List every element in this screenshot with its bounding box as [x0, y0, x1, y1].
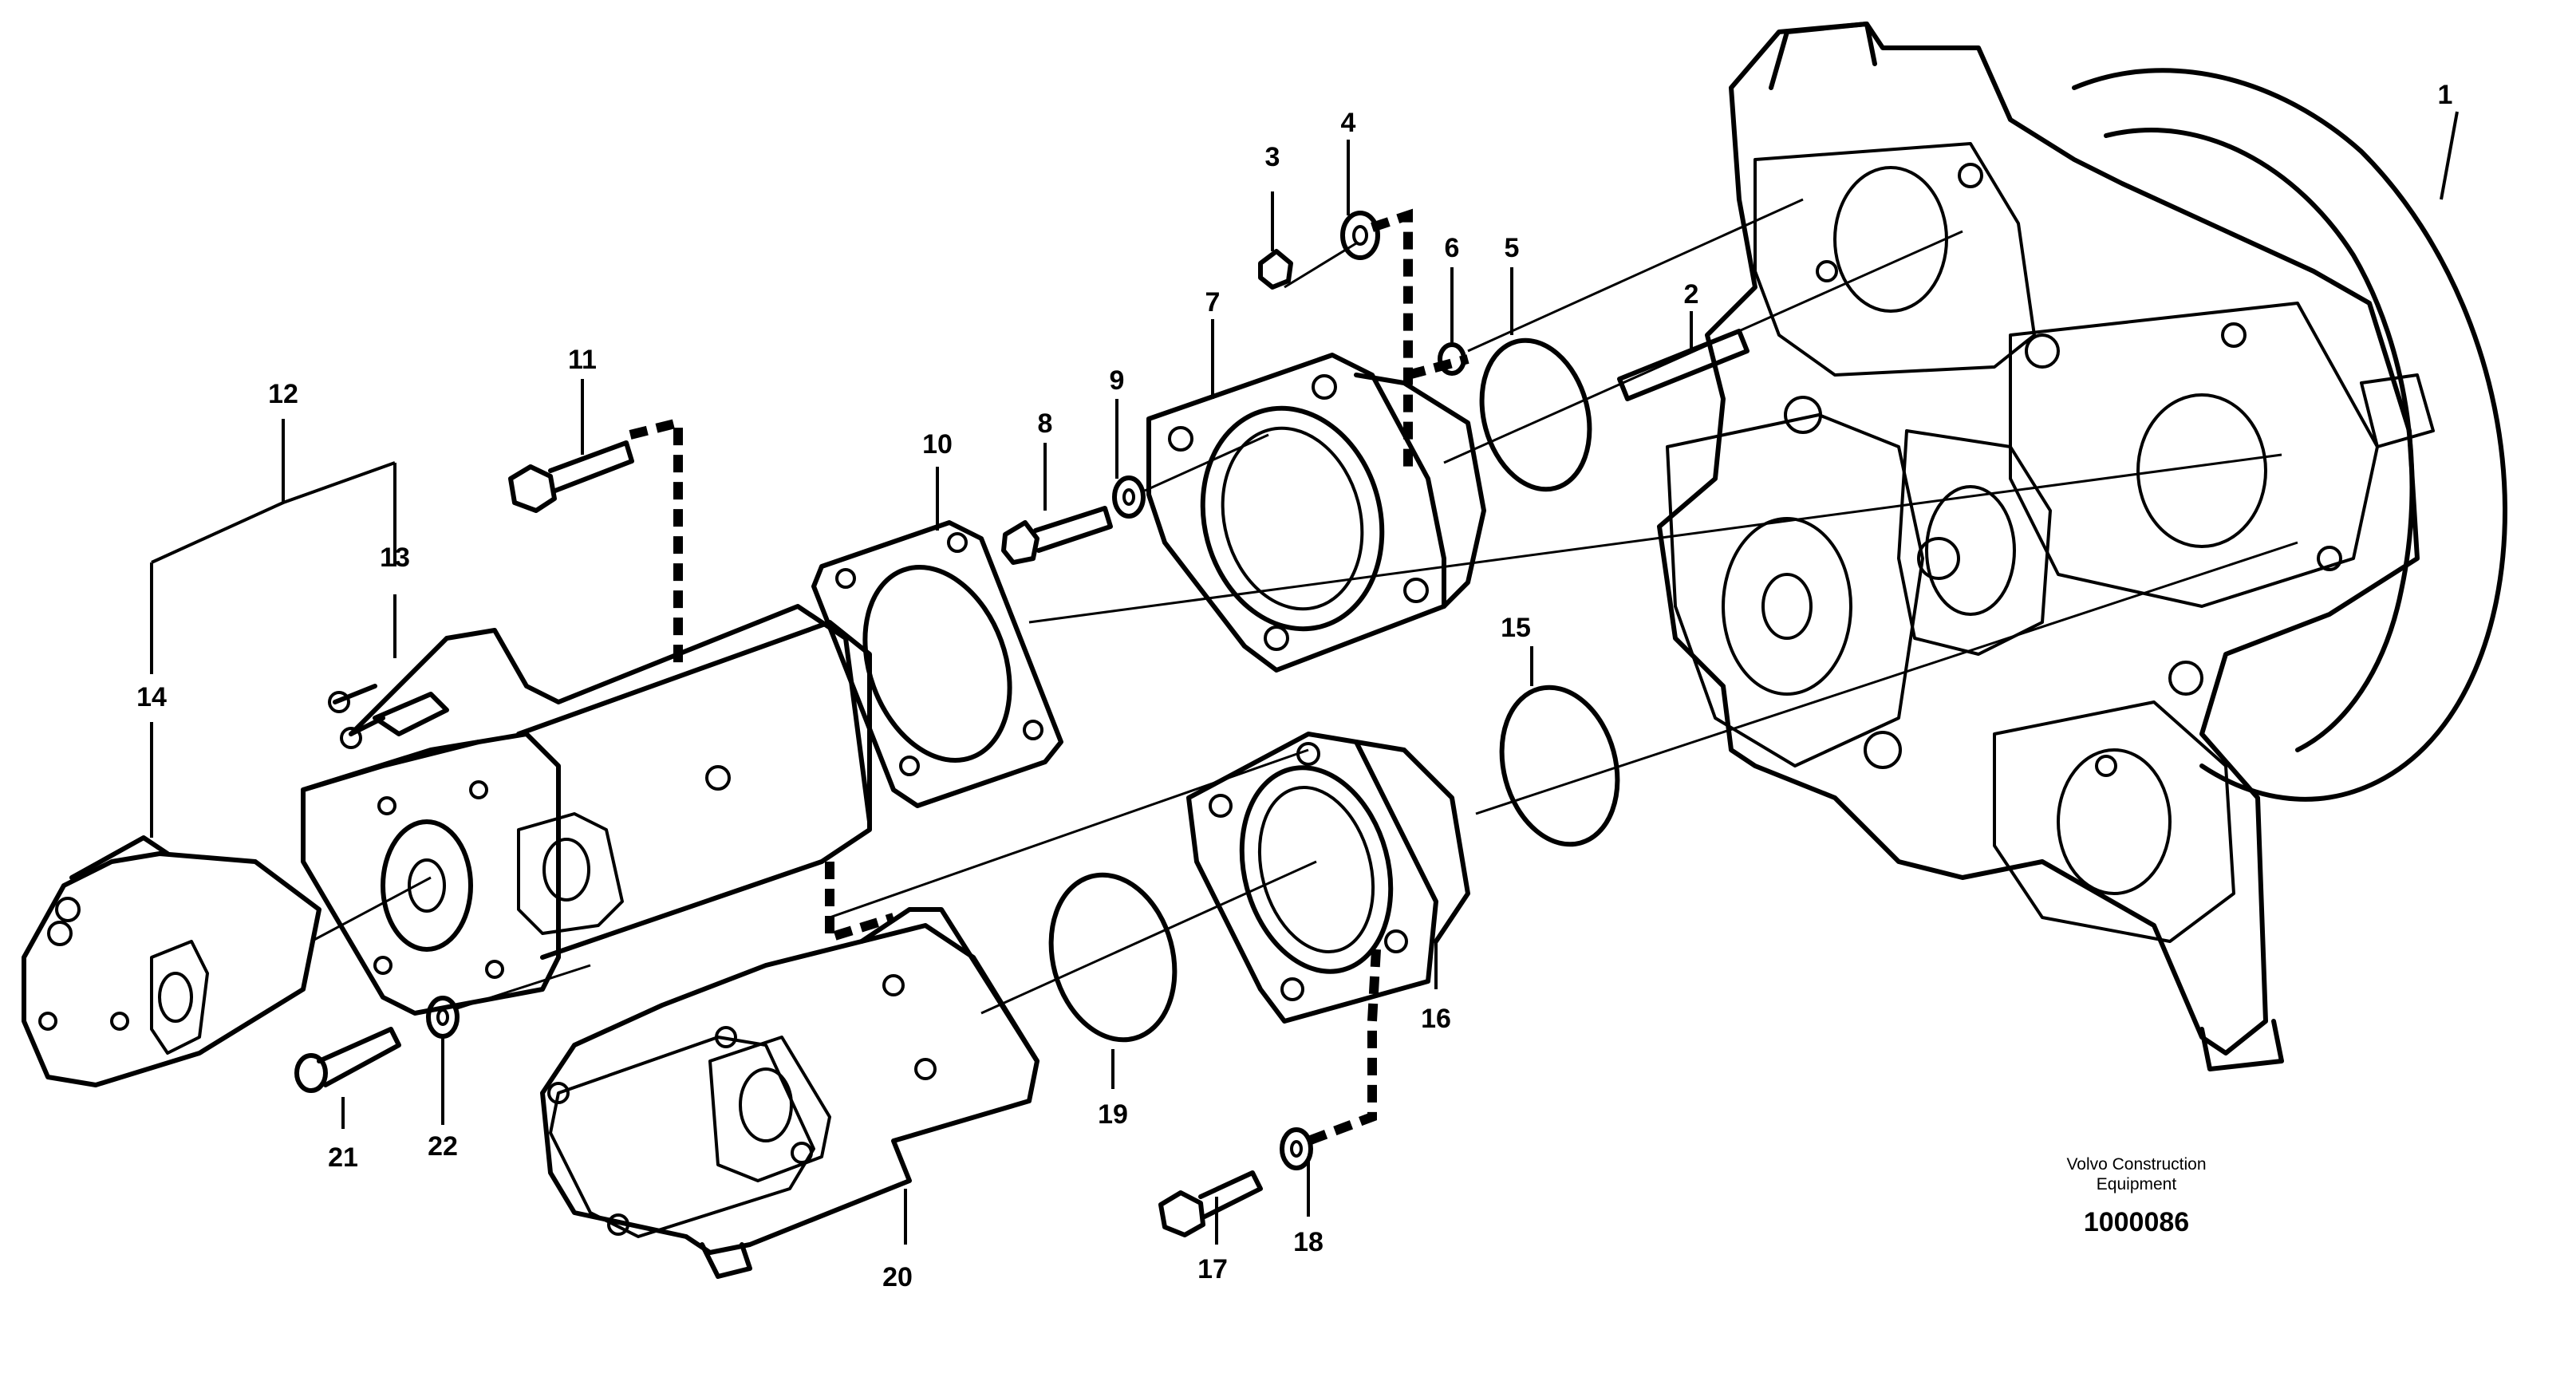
part-9-washer [1112, 475, 1146, 519]
part-15-o-ring [1499, 685, 1620, 847]
callout-5: 5 [1505, 233, 1520, 263]
callout-13: 13 [380, 543, 410, 573]
part-22-washer [426, 996, 460, 1039]
callout-15: 15 [1501, 613, 1531, 643]
callout-16: 16 [1421, 1004, 1451, 1034]
part-1-pump-drive-housing [1657, 22, 2507, 1071]
callout-4: 4 [1341, 108, 1356, 138]
caption-line-1: Volvo Construction [2066, 1155, 2206, 1174]
callout-7: 7 [1205, 287, 1221, 318]
part-4-washer [1340, 211, 1380, 260]
dashed-alignment-guides [629, 208, 1469, 1146]
part-11-bolt [508, 440, 634, 513]
callout-12: 12 [268, 379, 298, 409]
part-21-screw [294, 1027, 401, 1093]
callout-9: 9 [1110, 365, 1125, 396]
part-20-gear-pump [540, 907, 1039, 1279]
callout-6: 6 [1445, 233, 1460, 263]
assembly-axis-lines [310, 198, 2298, 1015]
callout-8: 8 [1038, 408, 1053, 439]
callout-3: 3 [1265, 142, 1280, 172]
callout-2: 2 [1684, 279, 1699, 310]
part-5-o-ring [1479, 337, 1592, 492]
callout-22: 22 [428, 1131, 458, 1162]
part-10-gasket [811, 520, 1063, 808]
callout-10: 10 [922, 429, 953, 460]
part-13-hydraulic-pump [301, 604, 872, 1016]
callout-18: 18 [1293, 1227, 1324, 1257]
diagram-caption: Volvo Construction Equipment 1000086 [2066, 1155, 2206, 1237]
part-2-stud [1617, 329, 1750, 401]
part-3-nut [1258, 249, 1293, 290]
part-18-washer [1280, 1127, 1313, 1170]
part-14-pilot-pump [22, 835, 322, 1087]
part-8-bolt [1001, 506, 1113, 565]
caption-line-2: Equipment [2097, 1175, 2177, 1194]
callout-11: 11 [568, 345, 597, 375]
callout-14: 14 [136, 682, 167, 712]
callout-21: 21 [328, 1142, 358, 1173]
callout-leaders [150, 111, 2459, 1245]
callout-20: 20 [882, 1262, 913, 1292]
part-17-bolt [1158, 1170, 1263, 1237]
callout-1: 1 [2438, 80, 2453, 110]
callout-17: 17 [1197, 1254, 1228, 1284]
callout-numbers: 1 2 3 4 5 6 7 8 9 10 11 12 13 14 15 16 1… [136, 80, 2452, 1292]
part-7-adapter-flange [1146, 353, 1486, 673]
part-19-o-ring [1048, 872, 1178, 1043]
document-number: 1000086 [2084, 1207, 2189, 1237]
callout-19: 19 [1098, 1099, 1128, 1130]
